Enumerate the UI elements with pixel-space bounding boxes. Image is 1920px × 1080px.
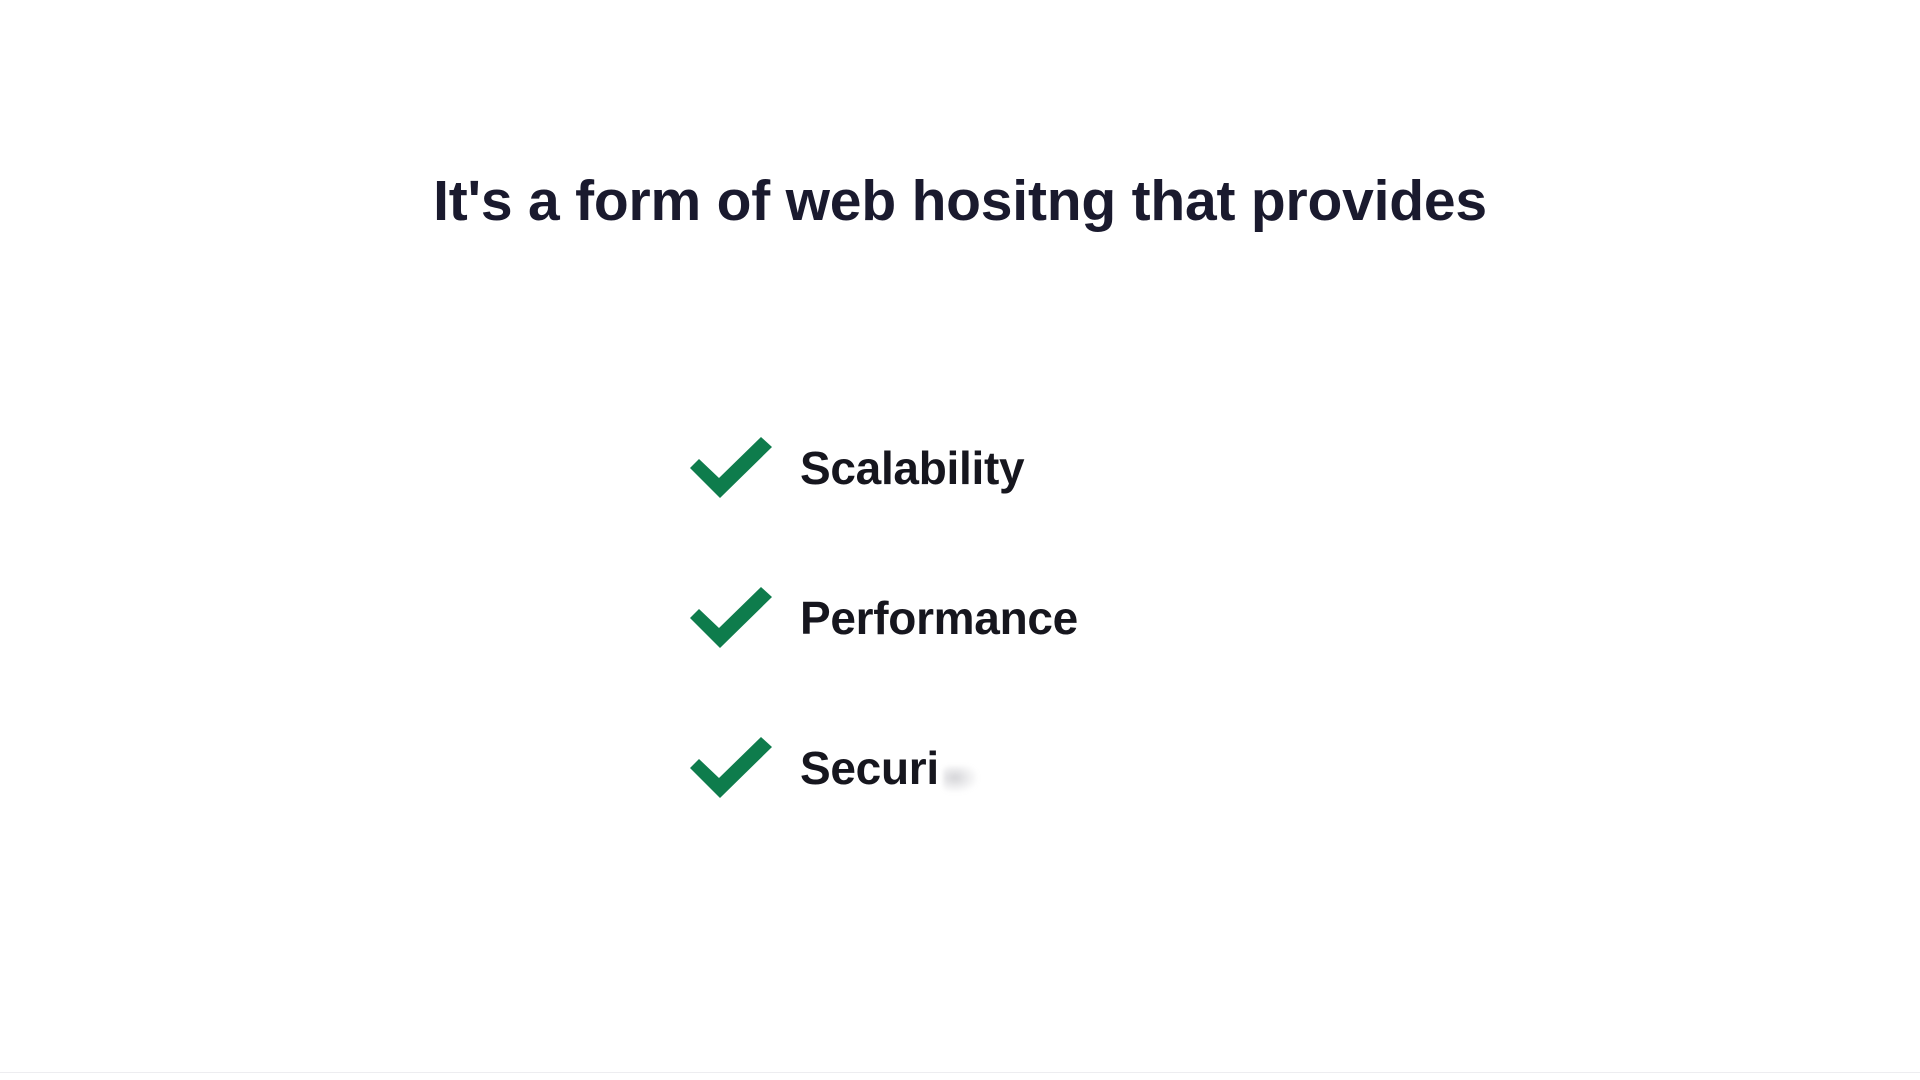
page-title: It's a form of web hositng that provides [433,169,1487,233]
feature-checklist: Scalability Performance Securi [686,420,1078,816]
check-icon [686,432,778,504]
check-icon [686,732,778,804]
check-icon [686,582,778,654]
list-item-label: Scalability [800,442,1025,494]
bottom-divider [0,1072,1920,1073]
compression-artifact [942,766,977,792]
list-item: Scalability [686,420,1078,516]
list-item-label: Performance [800,592,1078,644]
list-item-label: Securi [800,740,977,796]
page-title-container: It's a form of web hositng that provides [0,166,1920,236]
list-item: Performance [686,570,1078,666]
list-item: Securi [686,720,1078,816]
